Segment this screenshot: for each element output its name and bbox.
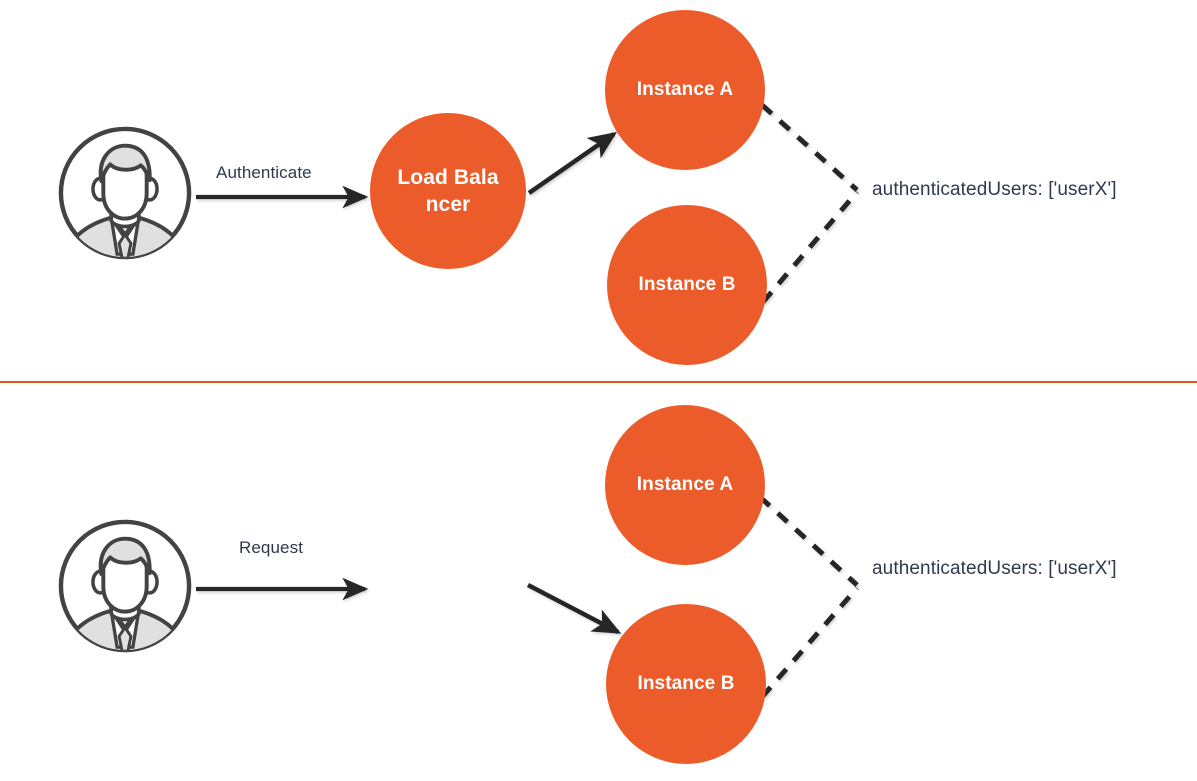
panel-divider xyxy=(0,381,1197,383)
annotation-authenticated-users: authenticatedUsers: ['userX'] xyxy=(872,558,1117,579)
annotation-authenticated-users: authenticatedUsers: ['userX'] xyxy=(872,179,1117,200)
instance-b-label: Instance B xyxy=(637,672,735,694)
instance-a-node[interactable]: Instance A xyxy=(605,405,765,565)
instance-b-node[interactable]: Instance B xyxy=(607,205,767,365)
instance-a-label: Instance A xyxy=(636,78,734,100)
authenticate-panel: Authenticate Load Balancer Instance A In… xyxy=(0,0,1197,381)
edge-label-authenticate: Authenticate xyxy=(216,163,312,182)
user-avatar-icon xyxy=(56,517,194,655)
edge-label-request: Request xyxy=(239,538,304,557)
user-avatar-icon xyxy=(56,124,194,262)
instance-a-node[interactable]: Instance A xyxy=(605,10,765,170)
instance-b-node[interactable]: Instance B xyxy=(606,604,766,764)
load-balancer-label: Load Balancer xyxy=(397,165,499,216)
load-balancer-node[interactable]: Load Balancer xyxy=(370,113,526,269)
instance-b-label: Instance B xyxy=(638,273,736,295)
instance-a-label: Instance A xyxy=(636,473,734,495)
request-panel: Request Load Balancer Instance A Instanc… xyxy=(0,383,1197,781)
